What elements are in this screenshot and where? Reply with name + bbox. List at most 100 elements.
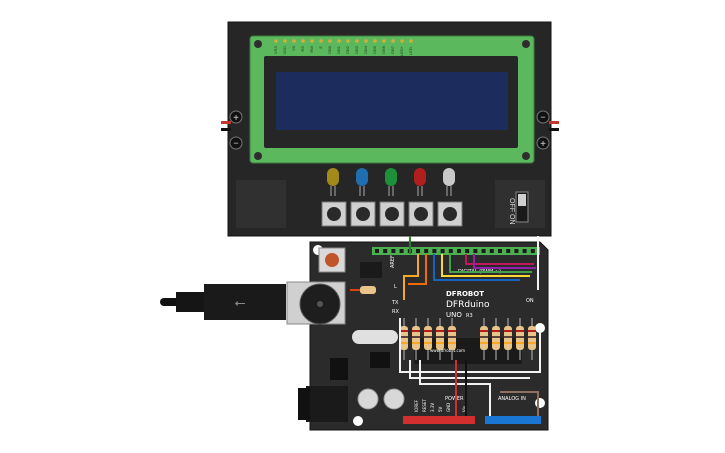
board-hole-3 [535,398,545,408]
power-switch[interactable]: OFF ON [508,191,529,225]
power-label: POWER [445,396,464,402]
usb-cable-boot [176,292,208,312]
button-1-cap[interactable] [327,207,341,221]
lcd-pin [310,39,314,43]
plus-symbol-right: + [540,139,546,150]
minus-symbol-left: − [233,138,238,148]
header-pin [481,249,486,253]
resistor-band [424,342,432,344]
board-revision: R3 [466,313,473,319]
header-pin [424,249,429,253]
header-pin [416,249,420,253]
resistor-band [400,342,408,344]
resistor-band [400,336,408,338]
lcd-wire-right-red [549,121,559,124]
dfrobot-logo-text: DFROBOT [446,290,484,298]
tx-label: TX [391,300,399,306]
resistor-bank [400,318,536,360]
lcd-pin [274,39,278,43]
lcd-pin [400,39,404,43]
resistor-band [448,342,456,344]
wire-purple [473,254,536,269]
header-pin [473,249,478,253]
wire-yellow-1 [403,254,419,300]
lcd-pin-label: LED+ [399,45,404,56]
power-jack-tip [298,388,310,420]
white-led [443,168,455,186]
resistor-band [492,330,500,332]
voltage-regulator [370,352,390,368]
switch-on-label: ON [508,214,515,225]
header-pin [432,249,437,253]
lcd-pin-label: DB2 [345,45,350,54]
resistor-band [504,336,512,338]
mount-hole-bl [254,152,262,160]
wire-white-bus-2 [409,360,530,379]
digital-pins [375,249,535,253]
lcd-pin [319,39,323,43]
header-pin [498,249,502,253]
reset-button-cap[interactable] [325,253,339,267]
mount-hole-br [522,152,530,160]
header-pin [514,249,519,253]
lcd-wire-left-black [221,128,231,131]
header-pin [465,249,470,253]
button-2-cap[interactable] [356,207,370,221]
resistor-band [516,342,524,344]
header-pin [530,249,535,253]
resistor-band [480,342,488,344]
analog-header [485,416,541,424]
lcd-pin-label: RW [309,46,314,53]
header-pin [383,249,388,253]
url-label: www.dfrobot.com [430,348,465,353]
resistor-band [436,330,444,332]
usb-cable: ⭠ [160,284,286,320]
header-pin [391,249,396,253]
capacitor-1 [357,388,379,410]
lcd-pin [364,39,368,43]
switch-off-label: OFF [508,198,515,212]
lcd-pin-label: DB5 [372,45,377,54]
resistor-band [528,342,536,344]
button-4-cap[interactable] [414,207,428,221]
lcd-pin [337,39,341,43]
button-5-cap[interactable] [443,207,457,221]
v5-label: 5V [438,406,443,412]
mount-hole-tr [522,40,530,48]
lcd-pin-label: DB0 [327,45,332,54]
header-pin [440,249,445,253]
lcd-pin-label: LED- [408,45,413,55]
resistor-band [480,330,488,332]
button-1[interactable] [321,201,347,227]
lcd-pin [328,39,332,43]
minus-terminal-left [229,136,243,150]
board-brand: DFRduino [446,300,490,310]
resistor-band [400,330,408,332]
lcd-pin-label: VSS [273,46,278,54]
switch-slider[interactable] [518,194,526,206]
buzzer-resistor [360,286,376,294]
button-2[interactable] [350,201,376,227]
lcd-pin [283,39,287,43]
header-pin [489,249,494,253]
crystal [352,330,398,344]
board-hole-4 [353,416,363,426]
v33-label: 3.3V [430,403,435,412]
resistor-band [412,336,420,338]
lcd-pin [409,39,413,43]
resistor-band [436,336,444,338]
lcd-pin [292,39,296,43]
board-hole-2 [535,323,545,333]
plus-terminal-right [536,136,550,150]
header-pin [448,249,453,253]
resistor-band [424,336,432,338]
resistor-band [448,330,456,332]
button-3-cap[interactable] [385,207,399,221]
lcd-pin [355,39,359,43]
resistor-band [412,342,420,344]
aref-label: AREF [390,255,396,268]
led-row [327,168,455,196]
icsp-header [360,262,382,278]
